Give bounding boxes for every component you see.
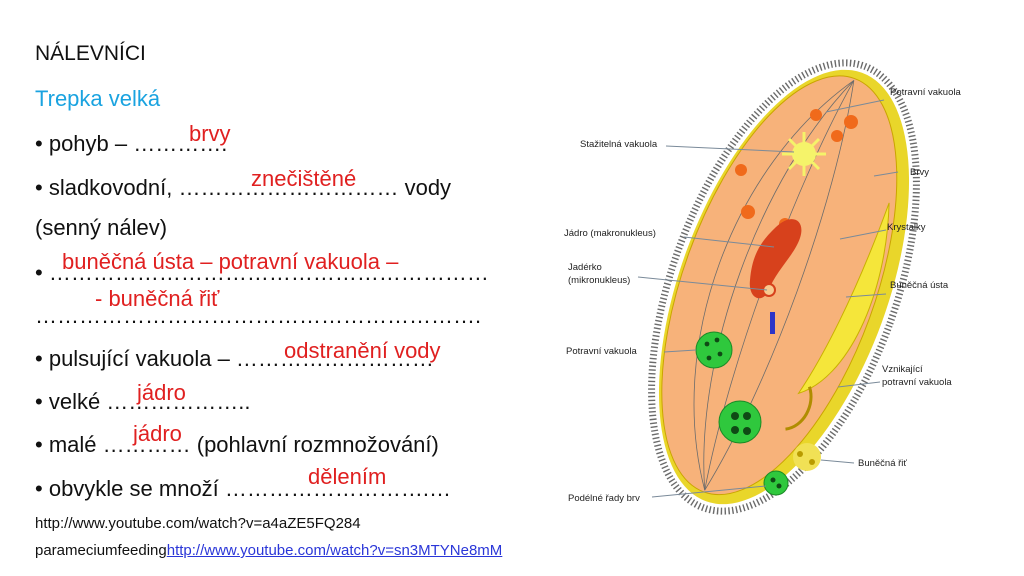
page-title: NÁLEVNÍCI — [35, 42, 146, 65]
answer-usta: buněčná ústa – potravní vakuola – — [62, 249, 399, 274]
bullet-pulsujici: • pulsující vakuola – ……………………… — [35, 346, 434, 372]
bullet-dot: • — [35, 389, 43, 414]
label-jaderko-1: Jadérko — [568, 262, 602, 273]
label-potravni-vakuola-top: Potravní vakuola — [890, 87, 961, 98]
contractile-vacuole-top — [782, 132, 826, 176]
bullet-dot: • — [35, 131, 43, 156]
label-jadro: Jádro (makronukleus) — [564, 228, 656, 239]
label-krystalky: Krystalky — [887, 222, 926, 233]
crystal — [770, 312, 775, 334]
food-vacuole — [735, 164, 747, 176]
line-male: malé ………… (pohlavní rozmnožování) — [48, 432, 439, 457]
answer-znecistene: znečištěné — [251, 166, 357, 191]
answer-odstraneni-vody: odstranění vody — [284, 338, 441, 363]
macronucleus — [749, 219, 802, 299]
answer-jadro-velke: jádro — [137, 380, 186, 405]
food-vacuole — [741, 205, 755, 219]
line-mnozi: obvykle se množí ……………………….… — [48, 476, 452, 501]
green-vacuole-2 — [718, 400, 762, 444]
food-vacuole — [810, 109, 822, 121]
label-vznikajici-1: Vznikající — [882, 364, 923, 375]
bullet-mnozi: • obvykle se množí ……………………….… — [35, 476, 451, 502]
url-prefix: parameciumfeeding — [35, 542, 167, 559]
bullet-dot: • — [35, 346, 43, 371]
line-sladkovodni: sladkovodní, ………………………… vody — [48, 175, 452, 200]
line-dots-2: ……………………………………………………. — [35, 303, 482, 328]
bullet-pohyb: • pohyb – …………. — [35, 131, 227, 157]
line-senny-nalev: (senný nálev) — [35, 215, 168, 240]
oral-groove — [797, 202, 890, 395]
bullet-trava: • …………………………………………………… — [35, 260, 489, 286]
url-line-2: parameciumfeedinghttp://www.youtube.com/… — [35, 542, 502, 560]
line-pohyb: pohyb – …………. — [48, 131, 228, 156]
youtube-link[interactable]: http://www.youtube.com/watch?v=sn3MTYNe8… — [166, 542, 503, 559]
ciliary-row — [693, 80, 855, 491]
bullet-dot: • — [35, 175, 43, 200]
label-stazitelna-vakuola: Stažitelná vakuola — [580, 139, 658, 150]
contractile-vacuole-bottom — [793, 443, 821, 471]
page-subtitle: Trepka velká — [35, 86, 161, 111]
green-vacuole-3 — [763, 470, 789, 496]
label-podelne-rady: Podélné řady brv — [568, 493, 640, 504]
label-brvy: Brvy — [910, 167, 929, 178]
bullet-dot: • — [35, 260, 43, 285]
line-velke: velké ……………….. — [48, 389, 251, 414]
bullet-dot: • — [35, 432, 43, 457]
bullet-velke: • velké ……………….. — [35, 389, 251, 415]
answer-brvy: brvy — [189, 121, 231, 146]
green-vacuole-1 — [695, 331, 733, 369]
food-vacuole — [831, 130, 843, 142]
label-vznikajici-2: potravní vakuola — [882, 377, 952, 388]
ciliary-row — [704, 80, 855, 491]
label-bunecna-usta: Buněčná ústa — [890, 280, 949, 291]
line-dots-1: …………………………………………………… — [48, 260, 489, 285]
food-vacuole — [844, 115, 858, 129]
bullet-sladkovodni: • sladkovodní, ………………………… vody — [35, 175, 451, 201]
label-potravni-vakuola-left: Potravní vakuola — [566, 346, 637, 357]
line-pulsujici: pulsující vakuola – ……………………… — [48, 346, 434, 371]
answer-jadro-male: jádro — [133, 421, 182, 446]
url-line-1: http://www.youtube.com/watch?v=a4aZE5FQ2… — [35, 515, 361, 532]
cell-body — [648, 59, 920, 515]
paramecium-diagram: Potravní vakuola Stažitelná vakuola Brvy… — [564, 59, 961, 515]
answer-rit: - buněčná řiť — [95, 286, 220, 311]
cilia-outline — [648, 59, 920, 515]
label-bunecna-rit: Buněčná řiť — [858, 458, 907, 469]
label-jaderko-2: (mikronukleus) — [568, 275, 630, 286]
bullet-dot: • — [35, 476, 43, 501]
ciliary-row — [703, 80, 855, 491]
forming-vacuole — [785, 386, 813, 431]
bullet-male: • malé ………… (pohlavní rozmnožování) — [35, 432, 439, 458]
leader-lines — [637, 99, 899, 498]
answer-delenim: dělením — [308, 464, 387, 489]
